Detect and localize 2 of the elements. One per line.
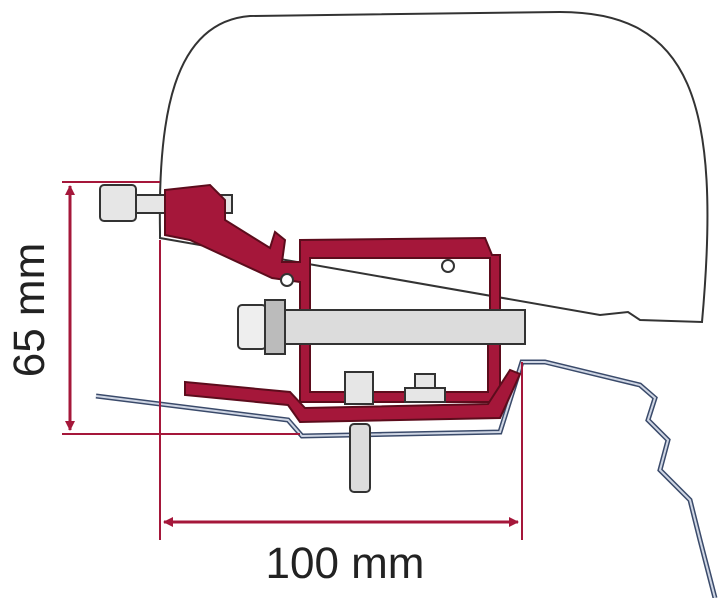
dimension-label: 65 mm bbox=[8, 242, 52, 378]
dimension-label: 100 mm bbox=[266, 542, 424, 586]
